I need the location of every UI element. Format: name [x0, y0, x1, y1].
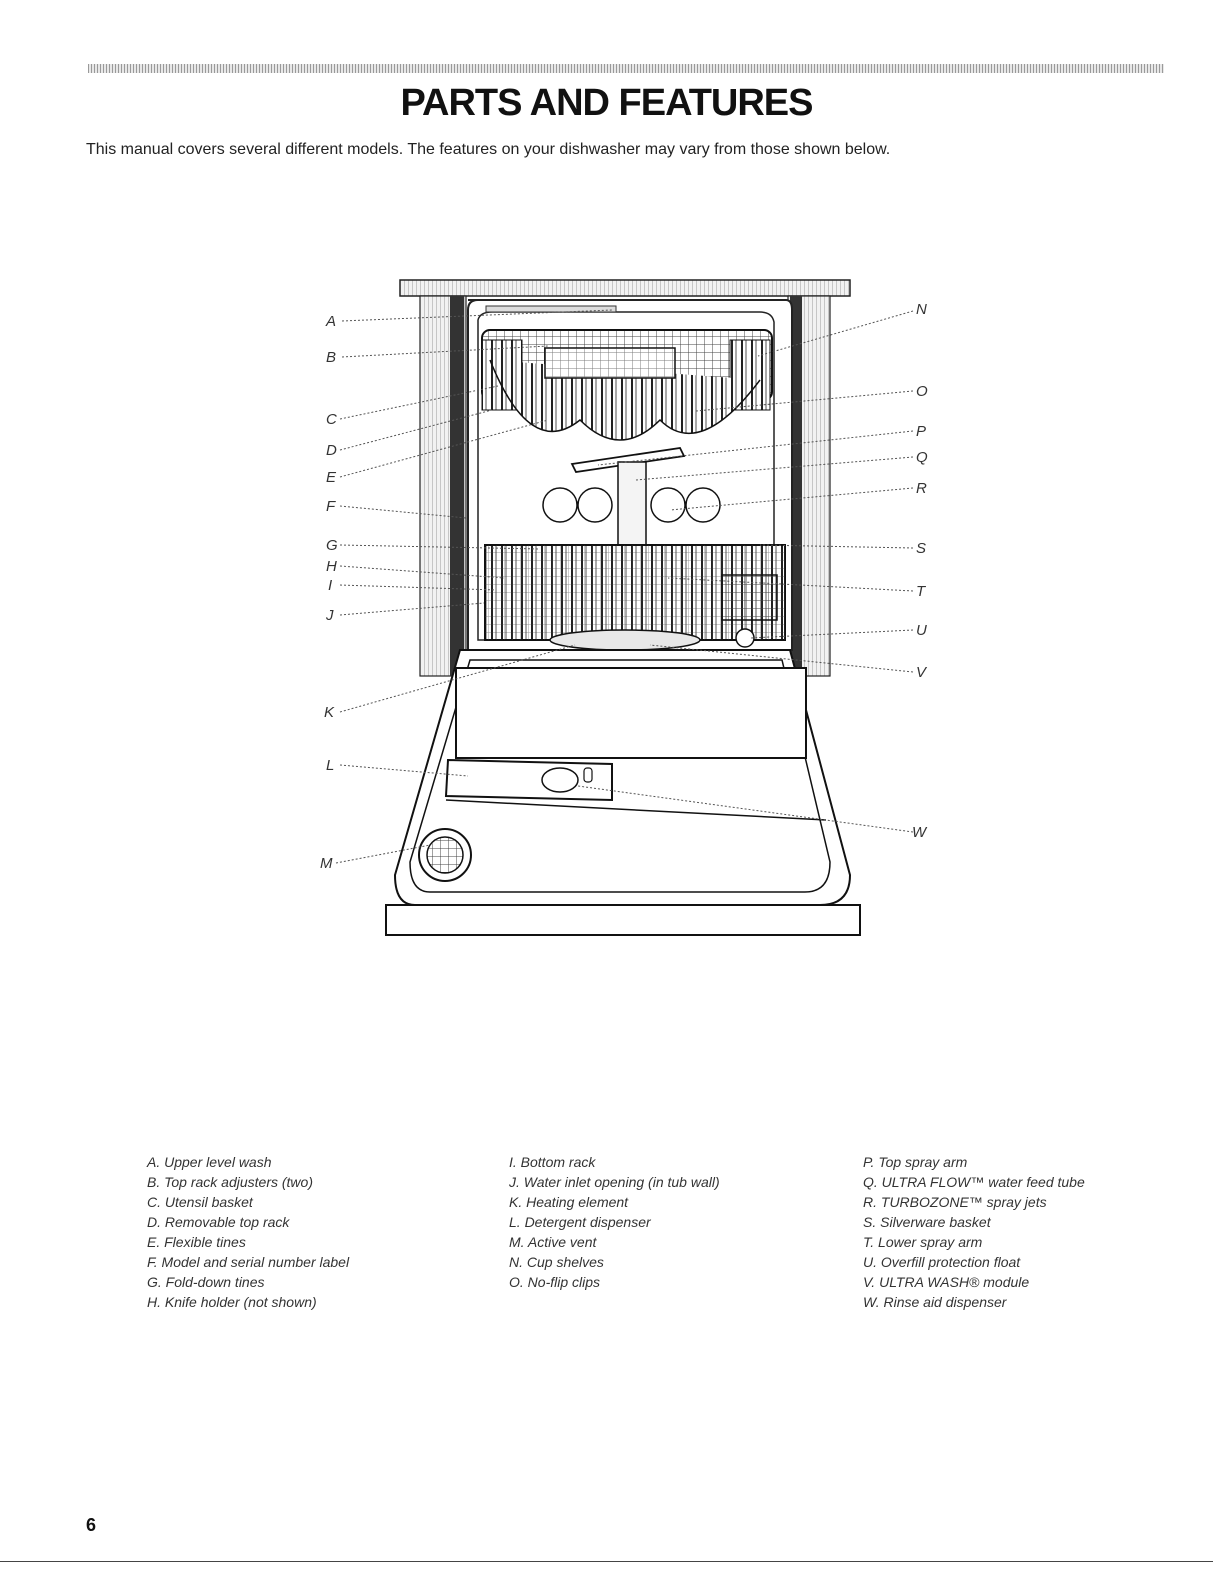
- legend-item: Q. ULTRA FLOW™ water feed tube: [863, 1174, 1085, 1190]
- detergent-dispenser: [444, 758, 613, 802]
- legend-item: K. Heating element: [509, 1194, 629, 1210]
- legend-item: L. Detergent dispenser: [509, 1214, 651, 1230]
- overfill-float: [735, 628, 755, 648]
- callout-m: M: [320, 855, 333, 872]
- callout-w: W: [912, 824, 928, 841]
- callout-b: B: [326, 349, 336, 366]
- callout-letters: A B C D E F G H I J K L M N O P Q R S T …: [320, 301, 928, 872]
- legend-item: U. Overfill protection float: [863, 1254, 1021, 1270]
- legend-column-1: A. Upper level wash B. Top rack adjuster…: [147, 1152, 349, 1312]
- legend-item: T. Lower spray arm: [863, 1234, 983, 1250]
- spray-jets: [542, 487, 721, 523]
- callout-a: A: [325, 313, 336, 330]
- callout-e: E: [326, 469, 337, 486]
- callout-o: O: [916, 383, 928, 400]
- callout-i: I: [328, 577, 332, 594]
- upper-rack: [481, 329, 773, 441]
- callout-n: N: [916, 301, 927, 318]
- callout-d: D: [326, 442, 337, 459]
- callout-v: V: [916, 664, 928, 681]
- legend-item: S. Silverware basket: [863, 1214, 991, 1230]
- callout-p: P: [916, 423, 926, 440]
- callout-g: G: [326, 537, 338, 554]
- legend-item: C. Utensil basket: [147, 1194, 253, 1210]
- legend-item: N. Cup shelves: [509, 1254, 604, 1270]
- legend-item: B. Top rack adjusters (two): [147, 1174, 313, 1190]
- callout-c: C: [326, 411, 337, 428]
- leader-lines: [335, 309, 914, 864]
- callout-k: K: [324, 704, 335, 721]
- lower-rack: [484, 544, 786, 641]
- callout-r: R: [916, 480, 927, 497]
- legend-item: A. Upper level wash: [147, 1154, 272, 1170]
- callout-u: U: [916, 622, 927, 639]
- callout-q: Q: [916, 449, 928, 466]
- dishwasher-diagram: A B C D E F G H I J K L M N O P Q R S T …: [320, 279, 928, 936]
- legend-column-3: P. Top spray arm Q. ULTRA FLOW™ water fe…: [863, 1152, 1085, 1312]
- active-vent: [418, 828, 472, 882]
- legend-item: R. TURBOZONE™ spray jets: [863, 1194, 1047, 1210]
- legend-item: I. Bottom rack: [509, 1154, 596, 1170]
- dishwasher-illustration: [385, 279, 861, 936]
- legend-item: M. Active vent: [509, 1234, 597, 1250]
- callout-h: H: [326, 558, 337, 575]
- top-rule: [88, 64, 1164, 73]
- legend-item: G. Fold-down tines: [147, 1274, 265, 1290]
- base-plinth: [385, 904, 861, 936]
- callout-j: J: [325, 607, 334, 624]
- legend-item: E. Flexible tines: [147, 1234, 246, 1250]
- legend-column-2: I. Bottom rack J. Water inlet opening (i…: [509, 1152, 720, 1292]
- legend-item: J. Water inlet opening (in tub wall): [509, 1174, 720, 1190]
- bottom-rule: [0, 1561, 1213, 1562]
- intro-text: This manual covers several different mod…: [86, 141, 891, 158]
- legend-item: H. Knife holder (not shown): [147, 1294, 317, 1310]
- page-number: 6: [86, 1515, 97, 1535]
- callout-s: S: [916, 540, 926, 557]
- callout-t: T: [916, 583, 927, 600]
- legend-item: D. Removable top rack: [147, 1214, 290, 1230]
- callout-f: F: [326, 498, 336, 515]
- legend-item: P. Top spray arm: [863, 1154, 968, 1170]
- top-spray-arm: [570, 447, 686, 473]
- callout-l: L: [326, 757, 334, 774]
- countertop-edge: [399, 279, 851, 297]
- legend-item: O. No-flip clips: [509, 1274, 601, 1290]
- legend-item: W. Rinse aid dispenser: [863, 1294, 1007, 1310]
- legend-item: F. Model and serial number label: [147, 1254, 350, 1270]
- page-title: PARTS AND FEATURES: [400, 82, 814, 124]
- legend-item: V. ULTRA WASH® module: [863, 1274, 1030, 1290]
